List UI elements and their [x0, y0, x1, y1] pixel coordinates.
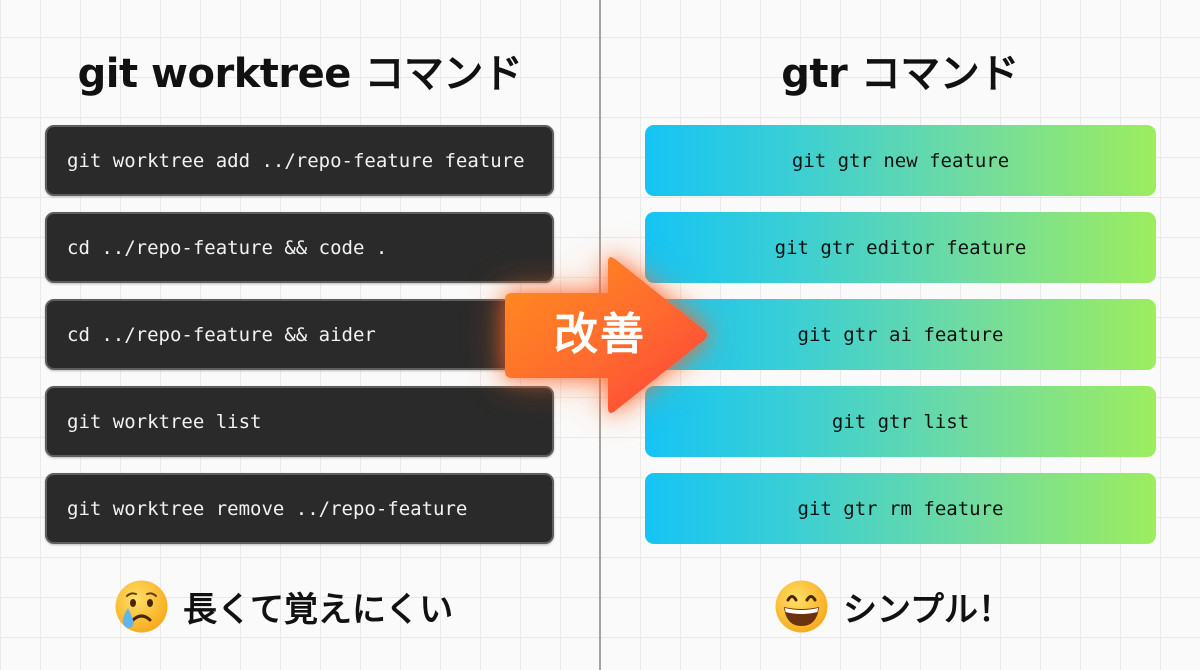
old-command-box: cd ../repo-feature && code . — [45, 212, 554, 283]
old-command-box: git worktree remove ../repo-feature — [45, 473, 554, 544]
old-command-text: git worktree remove ../repo-feature — [67, 497, 468, 520]
left-verdict-text: 長くて覚えにくい — [183, 589, 454, 630]
old-command-box: git worktree list — [45, 386, 554, 457]
old-command-box: cd ../repo-feature && aider — [45, 299, 554, 370]
left-verdict: 長くて覚えにくい — [114, 578, 453, 634]
new-command-text: git gtr rm feature — [797, 497, 1004, 520]
new-command-text: git gtr list — [831, 410, 970, 433]
old-command-box: git worktree add ../repo-feature feature — [45, 125, 554, 196]
new-command-text: git gtr editor feature — [774, 236, 1027, 259]
new-command-text: git gtr ai feature — [797, 323, 1004, 346]
new-command-box: git gtr rm feature — [645, 473, 1156, 544]
old-command-text: cd ../repo-feature && aider — [67, 323, 376, 346]
right-arrow-icon — [498, 250, 716, 420]
right-verdict: シンプル！ — [774, 578, 1012, 634]
new-command-box: git gtr list — [645, 386, 1156, 457]
new-command-box: git gtr ai feature — [645, 299, 1156, 370]
left-column-title: git worktree コマンド — [77, 51, 523, 97]
crying-face-icon — [114, 579, 169, 634]
right-verdict-text: シンプル！ — [843, 589, 1012, 630]
old-command-text: git worktree list — [67, 410, 262, 433]
grinning-face-icon — [774, 579, 829, 634]
improvement-label: 改善 — [554, 309, 646, 360]
new-command-box: git gtr editor feature — [645, 212, 1156, 283]
right-column-title: gtr コマンド — [781, 51, 1019, 97]
old-command-text: git worktree add ../repo-feature feature — [67, 149, 525, 172]
new-command-text: git gtr new feature — [791, 149, 1010, 172]
new-command-box: git gtr new feature — [645, 125, 1156, 196]
old-command-text: cd ../repo-feature && code . — [67, 236, 388, 259]
